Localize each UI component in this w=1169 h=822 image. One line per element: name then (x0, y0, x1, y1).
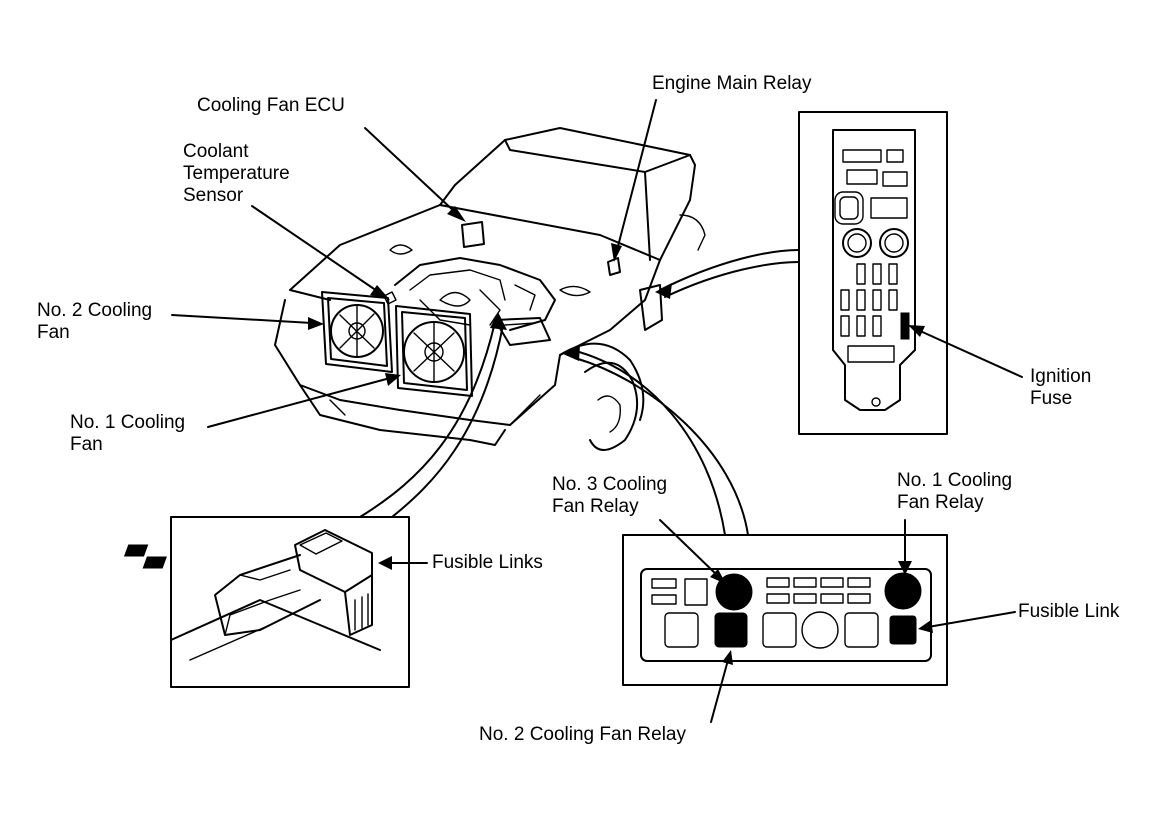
fuse-panel-inset (798, 111, 948, 435)
label-no1-cooling-fan-relay: No. 1 Cooling Fan Relay (897, 470, 1012, 514)
relay-block-inset (622, 534, 948, 686)
label-coolant-temperature-sensor: Coolant Temperature Sensor (183, 141, 290, 207)
label-fusible-links: Fusible Links (432, 552, 543, 573)
label-cooling-fan-ecu: Cooling Fan ECU (197, 95, 345, 116)
no1-relay-mark (884, 572, 922, 610)
label-no1-cooling-fan: No. 1 Cooling Fan (70, 412, 185, 456)
no1-cooling-fan-drawing (395, 305, 473, 397)
label-no3-cooling-fan-relay: No. 3 Cooling Fan Relay (552, 474, 667, 518)
ignition-fuse-mark (900, 312, 910, 340)
label-line: Coolant (183, 141, 249, 162)
label-fusible-link: Fusible Link (1018, 601, 1120, 622)
label-line: Fan (37, 322, 70, 343)
label-line: No. 2 Cooling (37, 300, 153, 321)
no2-relay-mark (714, 612, 748, 648)
label-line: No. 3 Cooling (552, 474, 668, 495)
label-line: Ignition (1030, 366, 1092, 387)
label-no2-cooling-fan-relay: No. 2 Cooling Fan Relay (479, 724, 686, 745)
label-line: Sensor (183, 185, 244, 206)
label-line: No. 1 Cooling (897, 470, 1013, 491)
label-line: Fan (70, 434, 103, 455)
callout-leaders (171, 99, 1023, 723)
label-ignition-fuse: Ignition Fuse (1030, 366, 1091, 410)
car-illustration (274, 127, 706, 451)
label-line: Fuse (1030, 388, 1073, 409)
label-line: Fan Relay (897, 492, 984, 513)
no2-cooling-fan-drawing (321, 291, 393, 373)
fusible-link-mark (889, 615, 917, 645)
label-line: Temperature (183, 163, 290, 184)
label-line: Fan Relay (552, 496, 639, 517)
fusible-links-inset (123, 516, 410, 688)
label-engine-main-relay: Engine Main Relay (652, 73, 812, 94)
label-line: No. 1 Cooling (70, 412, 186, 433)
label-no2-cooling-fan: No. 2 Cooling Fan (37, 300, 152, 344)
